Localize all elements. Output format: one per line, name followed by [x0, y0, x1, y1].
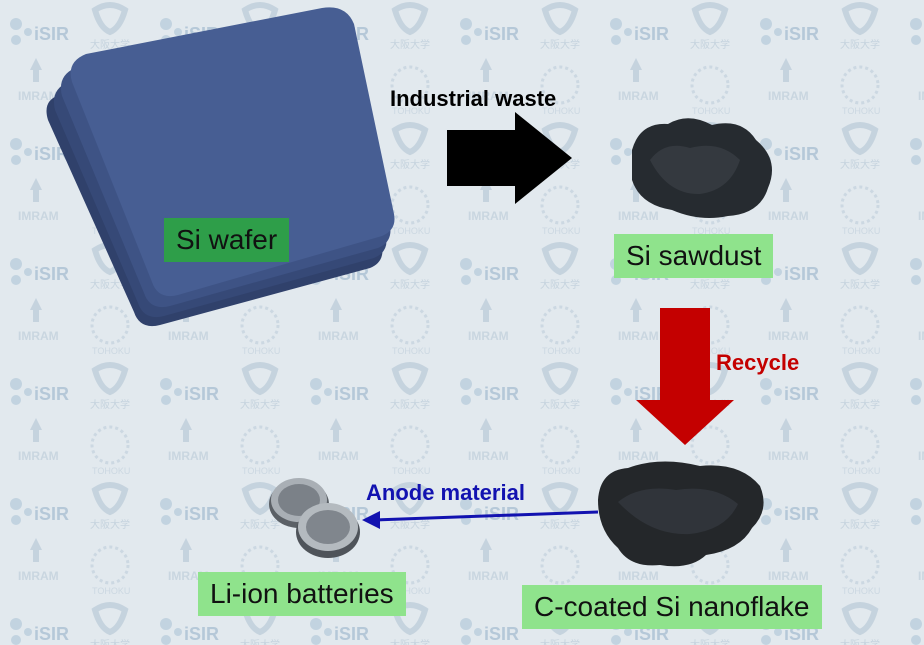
li-ion-label: Li-ion batteries — [198, 572, 406, 616]
coin-cell-batteries — [269, 478, 360, 558]
nanoflake-label: C-coated Si nanoflake — [522, 585, 822, 629]
anode-material-arrow — [362, 510, 599, 529]
si-sawdust-label: Si sawdust — [614, 234, 774, 278]
recycle-caption: Recycle — [716, 350, 800, 375]
si-sawdust-pile — [632, 118, 772, 218]
nanoflake-pile — [598, 461, 764, 567]
recycle-arrow — [636, 308, 734, 445]
industrial-waste-caption: Industrial waste — [390, 86, 557, 111]
industrial-waste-arrow — [447, 112, 572, 204]
si-wafer-stack — [46, 7, 395, 327]
anode-material-caption: Anode material — [366, 480, 525, 505]
si-wafer-label: Si wafer — [164, 218, 290, 262]
